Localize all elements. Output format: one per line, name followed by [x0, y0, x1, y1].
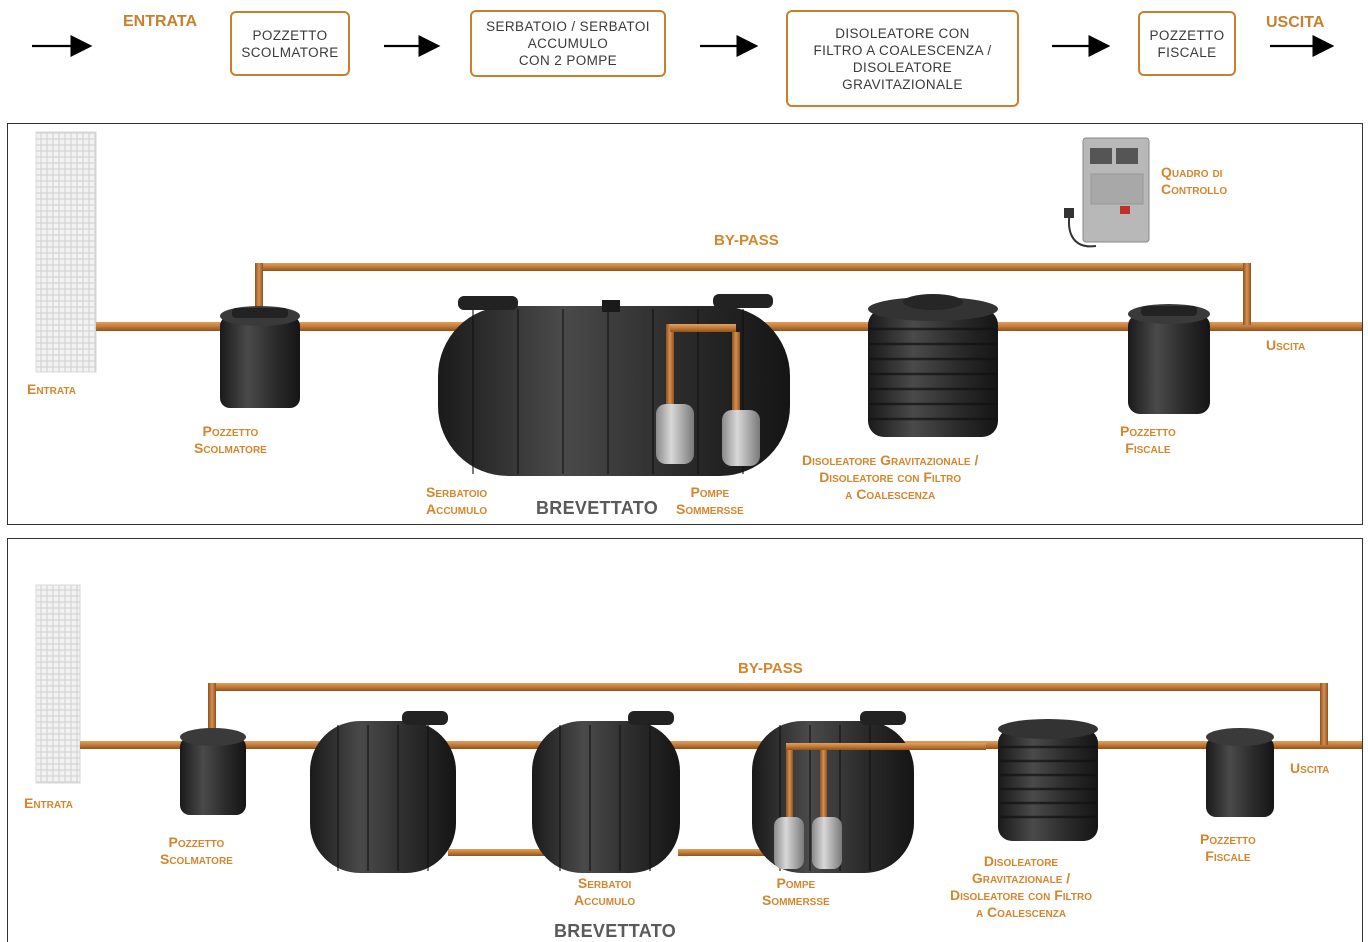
- bypass-label-single: BY-PASS: [714, 232, 779, 249]
- storage-tank-1: [310, 711, 456, 873]
- bypass-label-multi: BY-PASS: [738, 660, 803, 677]
- storage-tank: [438, 294, 790, 476]
- inlet-label-single: Entrata: [27, 381, 76, 397]
- oil-separator: [868, 294, 998, 437]
- main-pipe: [80, 741, 1362, 749]
- outlet-label-multi: Uscita: [1290, 760, 1330, 776]
- outlet-label-single: Uscita: [1266, 337, 1306, 353]
- oil-separator-label-single: Disoleatore Gravitazionale /Disoleatore …: [802, 452, 979, 502]
- oil-separator: [998, 719, 1098, 841]
- submersible-pumps: [656, 404, 760, 466]
- fiscal-well: [1128, 304, 1210, 414]
- single-tank-illustration: [35, 131, 1362, 476]
- overflow-well: [220, 306, 300, 408]
- fiscal-well: [1206, 728, 1274, 817]
- storage-tank-2: [532, 711, 680, 873]
- drain-grate: [35, 584, 81, 784]
- flow-arrows: [32, 35, 1335, 57]
- inlet-label-multi: Entrata: [24, 795, 73, 811]
- bypass-pipe: [255, 263, 1251, 271]
- drain-grate: [35, 131, 97, 373]
- overflow-well: [180, 728, 246, 815]
- submersible-pumps: [774, 817, 842, 869]
- flow-outlet-label: USCITA: [1266, 14, 1325, 31]
- bypass-pipe: [208, 683, 1328, 691]
- control-panel: [1064, 137, 1150, 248]
- patent-label-single: BREVETTATO: [536, 498, 659, 518]
- patent-label-multi: BREVETTATO: [554, 921, 677, 941]
- multi-tank-illustration: [35, 584, 1362, 873]
- flow-inlet-label: ENTRATA: [123, 13, 198, 30]
